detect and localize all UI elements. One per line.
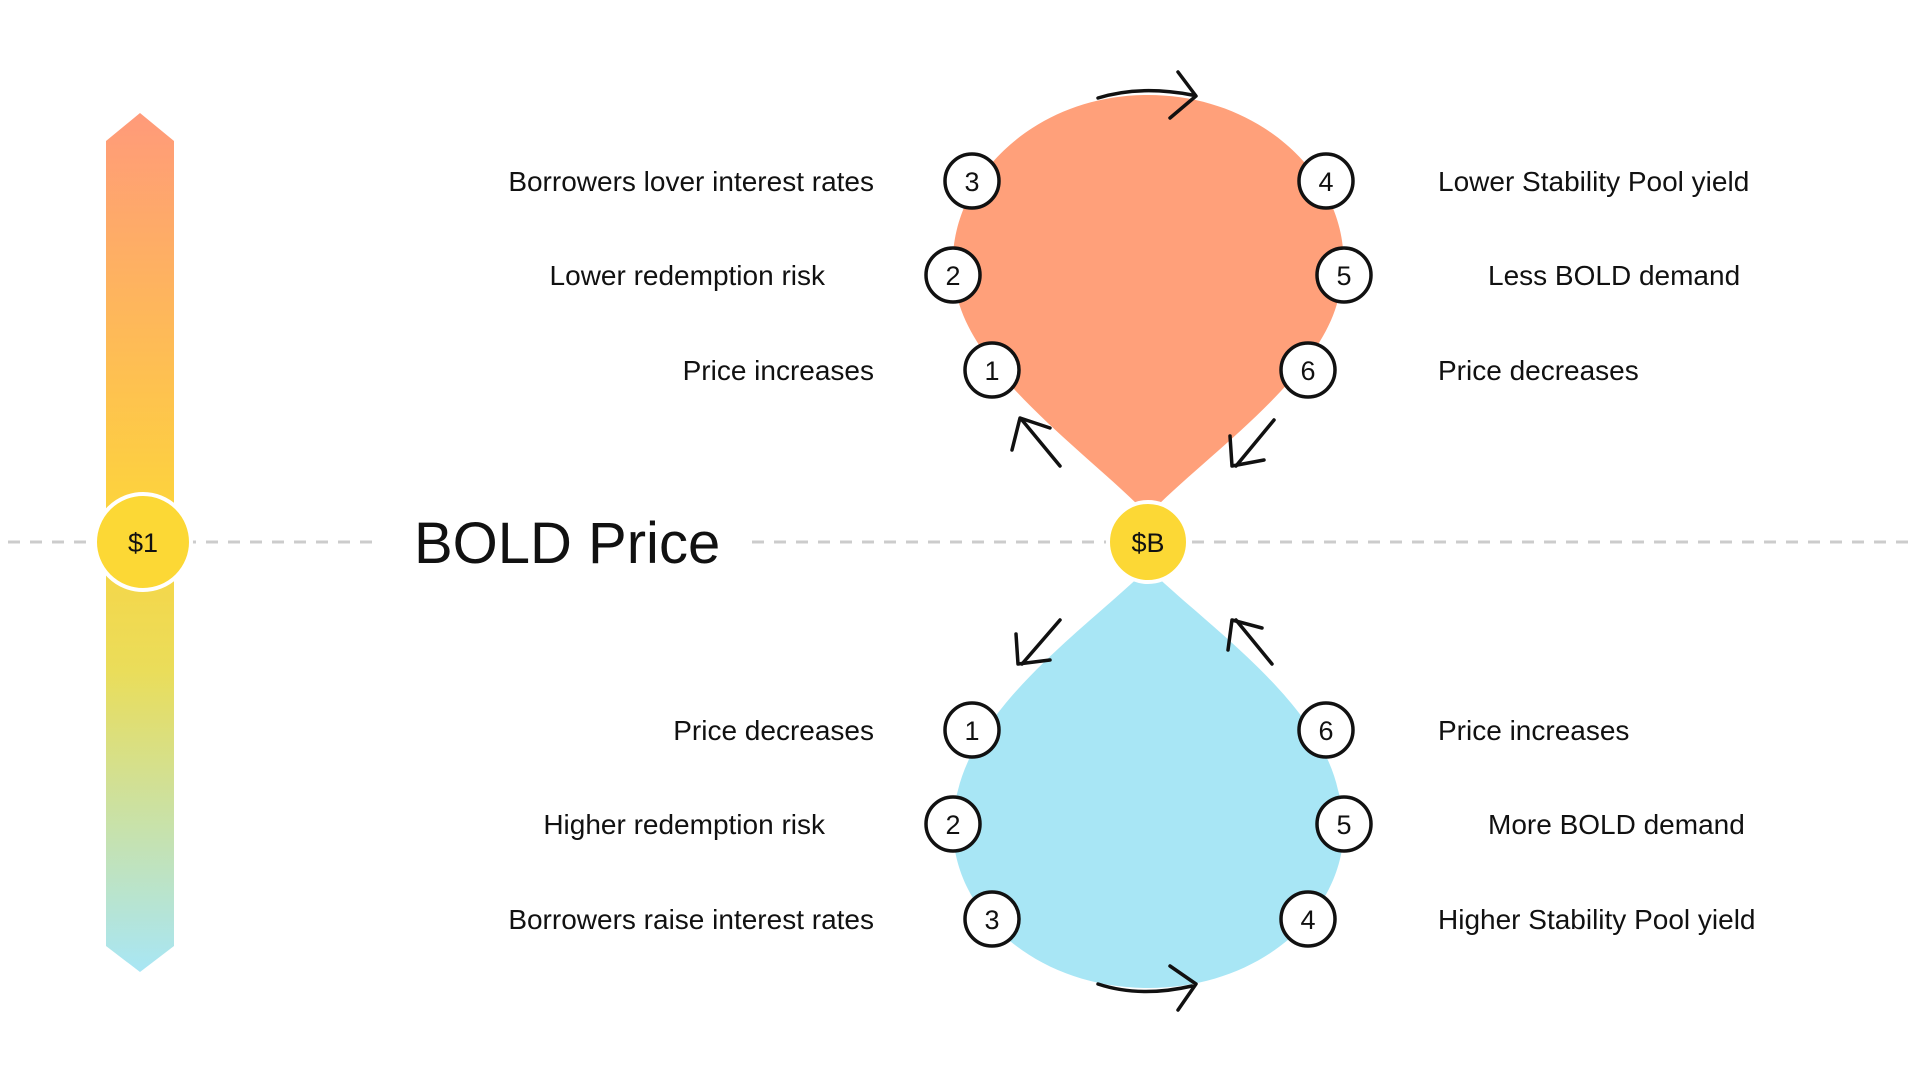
upper-left-step-3-label: Borrowers lover interest rates bbox=[508, 166, 874, 197]
upper-left-step-2-number: 2 bbox=[945, 261, 960, 291]
upper-right-step-4-badge bbox=[1297, 152, 1355, 210]
diagram-title: BOLD Price bbox=[414, 511, 720, 576]
upper-left-step-1-number: 1 bbox=[984, 356, 999, 386]
lower-loop-shape bbox=[952, 568, 1344, 988]
lower-left-step-1-badge bbox=[943, 701, 1001, 759]
lower-right-step-6-label: Price increases bbox=[1438, 715, 1629, 746]
lower-right-step-5-number: 5 bbox=[1336, 810, 1351, 840]
upper-right-step-5-label: Less BOLD demand bbox=[1488, 260, 1740, 291]
upper-right-step-6-badge bbox=[1279, 341, 1337, 399]
upper-left-step-2-label: Lower redemption risk bbox=[550, 260, 826, 291]
upper-left-step-3-number: 3 bbox=[964, 167, 979, 197]
bold-coin bbox=[1106, 500, 1190, 584]
one-dollar-coin bbox=[93, 492, 193, 592]
bold-coin-label: $B bbox=[1131, 528, 1164, 558]
lower-right-step-5-badge bbox=[1315, 795, 1373, 853]
lower-left-step-2-number: 2 bbox=[945, 810, 960, 840]
step-layer: 3 Borrowers lover interest rates 2 Lower re… bbox=[508, 152, 1756, 948]
upper-loop-shape bbox=[952, 95, 1344, 515]
upper-left-step-1-badge bbox=[963, 341, 1021, 399]
upper-right-step-4-label: Lower Stability Pool yield bbox=[1438, 166, 1749, 197]
upper-top-arrow-icon bbox=[1096, 70, 1198, 120]
lower-right-step-4-number: 4 bbox=[1300, 905, 1315, 935]
upper-right-step-5-number: 5 bbox=[1336, 261, 1351, 291]
lower-left-step-3-label: Borrowers raise interest rates bbox=[508, 904, 874, 935]
lower-left-step-2-badge bbox=[924, 795, 982, 853]
upper-left-step-3-badge bbox=[943, 152, 1001, 210]
lower-left-step-3-number: 3 bbox=[984, 905, 999, 935]
upper-left-arrow-icon bbox=[1010, 416, 1062, 468]
lower-right-step-5-label: More BOLD demand bbox=[1488, 809, 1745, 840]
lower-right-step-4-label: Higher Stability Pool yield bbox=[1438, 904, 1756, 935]
upper-right-step-6-label: Price decreases bbox=[1438, 355, 1639, 386]
lower-left-step-2-label: Higher redemption risk bbox=[543, 809, 826, 840]
upper-right-step-6-number: 6 bbox=[1300, 356, 1315, 386]
lower-right-step-6-number: 6 bbox=[1318, 716, 1333, 746]
lower-bottom-arrow-icon bbox=[1096, 964, 1198, 1012]
lower-left-arrow-icon bbox=[1014, 618, 1062, 666]
lower-left-step-1-label: Price decreases bbox=[673, 715, 874, 746]
lower-right-step-6-badge bbox=[1297, 701, 1355, 759]
lower-left-step-1-number: 1 bbox=[964, 716, 979, 746]
lower-right-arrow-icon bbox=[1226, 618, 1274, 666]
upper-left-step-2-badge bbox=[924, 246, 982, 304]
upper-right-arrow-icon bbox=[1228, 418, 1276, 468]
upper-left-step-1-label: Price increases bbox=[683, 355, 874, 386]
lower-left-step-3-badge bbox=[963, 890, 1021, 948]
upper-right-step-5-badge bbox=[1315, 246, 1373, 304]
lower-right-step-4-badge bbox=[1279, 890, 1337, 948]
one-dollar-label: $1 bbox=[128, 528, 158, 558]
upper-right-step-4-number: 4 bbox=[1318, 167, 1333, 197]
